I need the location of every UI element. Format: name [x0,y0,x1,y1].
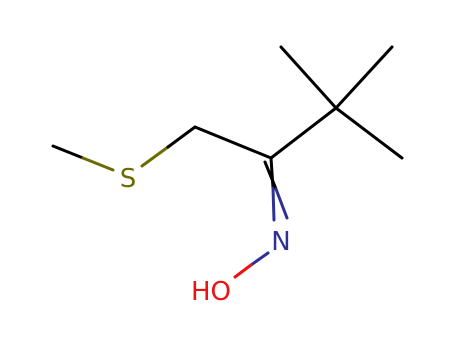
bond-carbon-tert-butyl [269,106,338,160]
bond-n-o-o-half [233,263,253,279]
bond-tert-butyl-methyl-3 [334,106,404,160]
bond-methyl-sulfur [51,144,85,160]
bond-n-o-n-half [249,251,270,267]
atom-label-nitrogen: N [271,227,290,257]
bond-tert-butyl-methyl-2 [334,45,394,110]
bond-c-n-double-2-c-half [263,160,278,191]
atom-label-hydroxyl: HO [191,277,231,307]
bond-ch2-carbonyl-carbon [193,125,273,160]
bond-c-n-double-1-n-half [271,186,276,222]
bond-c-n-double-2-n-half [274,187,289,220]
atom-label-sulfur: S [120,164,137,194]
bond-sulfur-ch2-s-half [140,145,170,168]
bond-tert-butyl-methyl-1 [279,45,338,110]
bond-sulfur-ch2 [166,125,197,149]
bond-methyl-sulfur-s-half [81,156,115,172]
